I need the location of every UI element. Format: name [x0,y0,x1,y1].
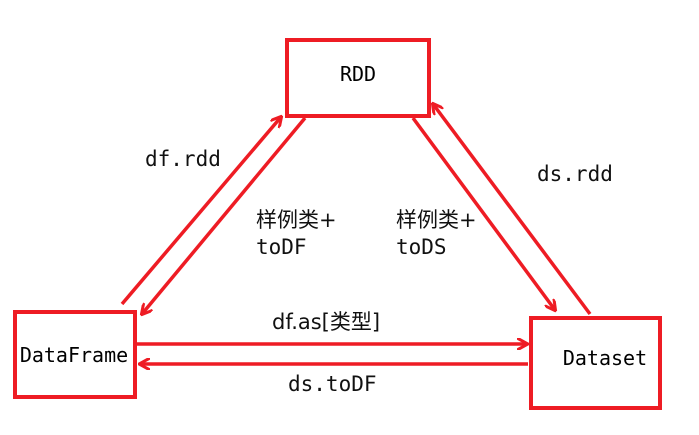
label-df-rdd: df.rdd [145,147,221,171]
label-sample-class-tods-1: 样例类+ [396,208,477,232]
node-dataframe: DataFrame [13,310,137,399]
label-sample-class-todf-2: toDF [256,235,307,259]
arrow-dataset-to-rdd [433,104,592,316]
label-sample-class-tods-2: toDS [396,235,447,259]
node-dataset: Dataset [529,316,662,410]
arrow-rdd-to-dataframe [142,116,307,314]
label-ds-todf: ds.toDF [288,372,377,396]
node-dataset-label: Dataset [563,346,647,370]
arrow-dataframe-to-rdd [120,117,281,306]
label-sample-class-todf-1: 样例类+ [256,208,337,232]
node-rdd-label: RDD [340,62,376,86]
label-ds-rdd: ds.rdd [537,162,613,186]
node-rdd: RDD [285,38,431,118]
arrow-rdd-to-dataset [411,116,555,310]
node-dataframe-label: DataFrame [20,343,128,367]
label-df-as: df.as[类型] [272,310,380,334]
